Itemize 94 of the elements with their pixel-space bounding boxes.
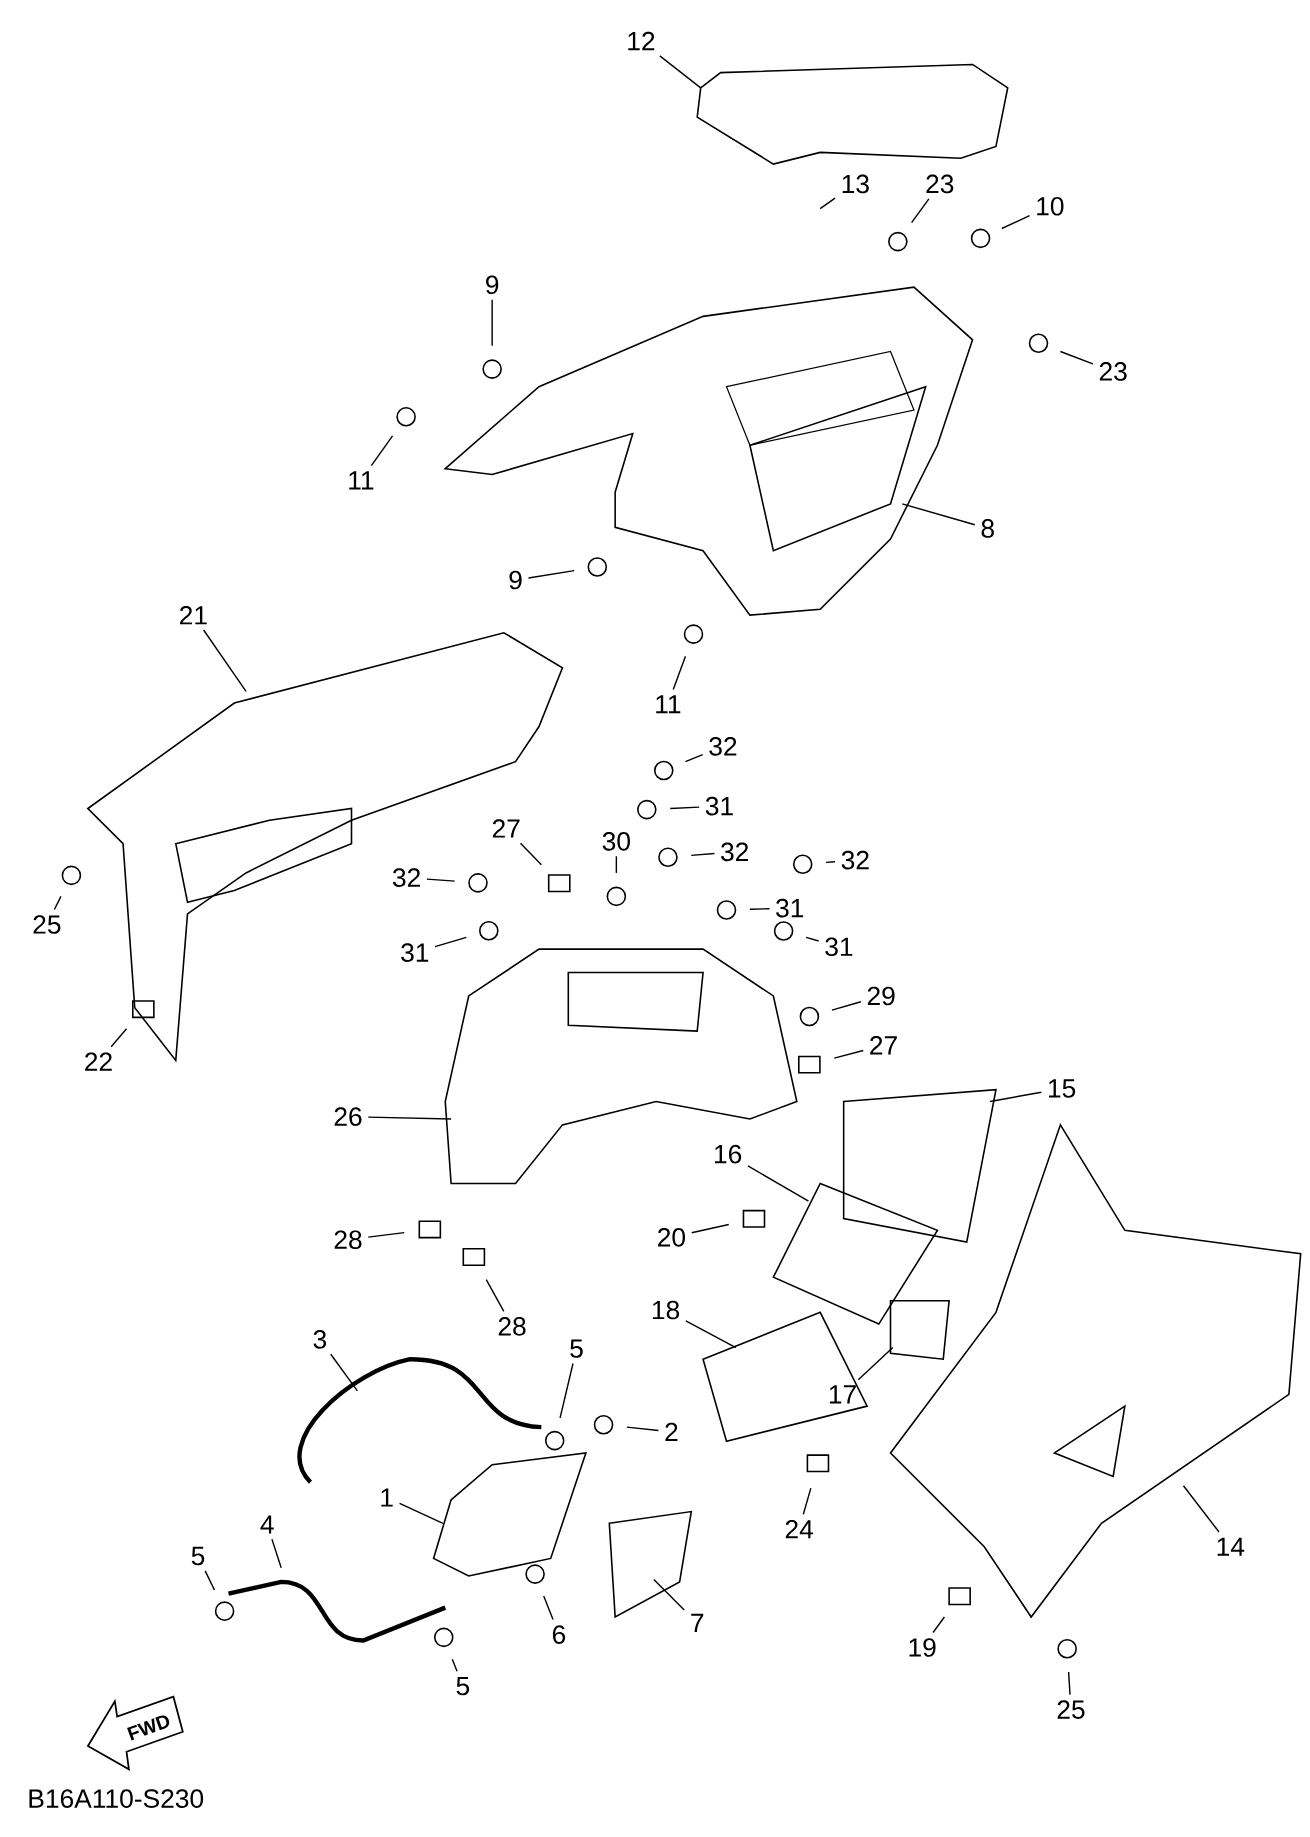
leader-line bbox=[271, 1538, 282, 1569]
leader-line bbox=[202, 629, 247, 692]
callout-number: 21 bbox=[180, 605, 207, 625]
leader-line bbox=[53, 895, 62, 911]
leader-line bbox=[330, 1353, 359, 1392]
callout-number: 26 bbox=[334, 1107, 362, 1126]
callout-number: 30 bbox=[602, 832, 630, 851]
leader-line bbox=[367, 1231, 405, 1238]
leader-line bbox=[749, 908, 771, 910]
leader-line bbox=[110, 1028, 128, 1048]
callout-number: 22 bbox=[85, 1052, 112, 1071]
callout-number: 5 bbox=[456, 1676, 470, 1696]
leader-line bbox=[802, 1487, 812, 1515]
callout-number: 1 bbox=[381, 1488, 393, 1507]
leader-line bbox=[805, 936, 820, 942]
callout-number: 5 bbox=[191, 1546, 205, 1566]
leader-line bbox=[659, 55, 702, 89]
callout-number: 16 bbox=[715, 1144, 742, 1164]
diagram-code: B16A110-S230 bbox=[29, 1789, 204, 1808]
callout-number: 7 bbox=[691, 1613, 704, 1632]
callout-number: 18 bbox=[652, 1300, 680, 1320]
callout-number: 32 bbox=[709, 737, 737, 756]
callout-number: 27 bbox=[870, 1036, 897, 1055]
callout-number: 8 bbox=[981, 519, 994, 538]
leader-line bbox=[901, 503, 976, 526]
leader-line bbox=[932, 1616, 946, 1634]
leader-line bbox=[989, 1091, 1043, 1103]
leader-line bbox=[491, 299, 493, 347]
callout-number: 2 bbox=[665, 1422, 678, 1442]
leader-line bbox=[691, 1223, 730, 1234]
leader-line bbox=[426, 878, 456, 882]
direction-label: FWD bbox=[127, 1715, 170, 1741]
leader-line bbox=[485, 1278, 505, 1313]
leader-line bbox=[747, 1165, 810, 1202]
callout-number: 20 bbox=[658, 1228, 685, 1247]
leader-line bbox=[434, 936, 468, 948]
callout-number: 32 bbox=[841, 850, 869, 870]
callout-number: 31 bbox=[401, 943, 429, 962]
callout-number: 3 bbox=[313, 1330, 327, 1349]
callout-number: 13 bbox=[842, 174, 869, 194]
leader-line bbox=[833, 1049, 864, 1059]
leader-line bbox=[615, 855, 618, 874]
callout-number: 32 bbox=[392, 868, 420, 887]
leader-line bbox=[825, 861, 836, 864]
leader-line bbox=[819, 197, 836, 210]
leader-line bbox=[519, 842, 543, 866]
callout-number: 9 bbox=[509, 570, 522, 590]
callout-number: 11 bbox=[349, 471, 374, 490]
callout-number: 23 bbox=[926, 174, 954, 194]
leader-line bbox=[1059, 350, 1094, 365]
leader-line bbox=[626, 1426, 660, 1432]
leader-line bbox=[857, 1346, 894, 1381]
leader-line bbox=[1182, 1485, 1220, 1533]
callout-number: 28 bbox=[334, 1230, 362, 1250]
callout-number: 29 bbox=[867, 986, 895, 1006]
leader-line bbox=[527, 569, 575, 579]
leader-line bbox=[204, 1570, 216, 1591]
leader-line bbox=[669, 806, 700, 810]
callout-number: 9 bbox=[486, 275, 499, 295]
leader-line bbox=[672, 655, 687, 691]
callout-number: 25 bbox=[33, 915, 61, 934]
callout-number: 4 bbox=[260, 1515, 274, 1534]
leader-line bbox=[543, 1595, 554, 1621]
callout-number: 25 bbox=[1057, 1700, 1085, 1719]
leader-line bbox=[1067, 1671, 1071, 1696]
leader-line bbox=[690, 852, 716, 857]
callout-number: 12 bbox=[628, 31, 655, 51]
callout-number: 10 bbox=[1037, 196, 1064, 216]
callout-number: 14 bbox=[1217, 1537, 1245, 1556]
leader-line bbox=[910, 198, 930, 224]
callout-number: 32 bbox=[721, 842, 749, 862]
leader-line bbox=[653, 1578, 685, 1611]
callout-number: 31 bbox=[825, 937, 853, 957]
leader-line bbox=[684, 753, 704, 763]
callout-number: 31 bbox=[705, 796, 733, 816]
callout-number: 11 bbox=[656, 695, 681, 714]
callout-number: 19 bbox=[909, 1638, 936, 1657]
callout-number: 6 bbox=[552, 1625, 566, 1644]
leader-line bbox=[831, 1001, 862, 1011]
leader-line bbox=[1001, 214, 1031, 230]
callout-number: 27 bbox=[492, 819, 520, 838]
leader-line bbox=[370, 435, 394, 467]
callout-number: 23 bbox=[1099, 362, 1127, 381]
leader-line bbox=[559, 1362, 574, 1419]
leader-line bbox=[685, 1320, 737, 1349]
leader-line bbox=[367, 1116, 452, 1120]
callout-number: 31 bbox=[776, 898, 804, 918]
callout-number: 28 bbox=[498, 1317, 526, 1336]
callout-number: 15 bbox=[1048, 1079, 1076, 1098]
leader-line bbox=[451, 1658, 458, 1673]
callout-number: 24 bbox=[785, 1519, 813, 1539]
callout-number: 17 bbox=[829, 1385, 856, 1404]
leader-line bbox=[398, 1502, 444, 1524]
callout-number: 5 bbox=[570, 1339, 583, 1358]
